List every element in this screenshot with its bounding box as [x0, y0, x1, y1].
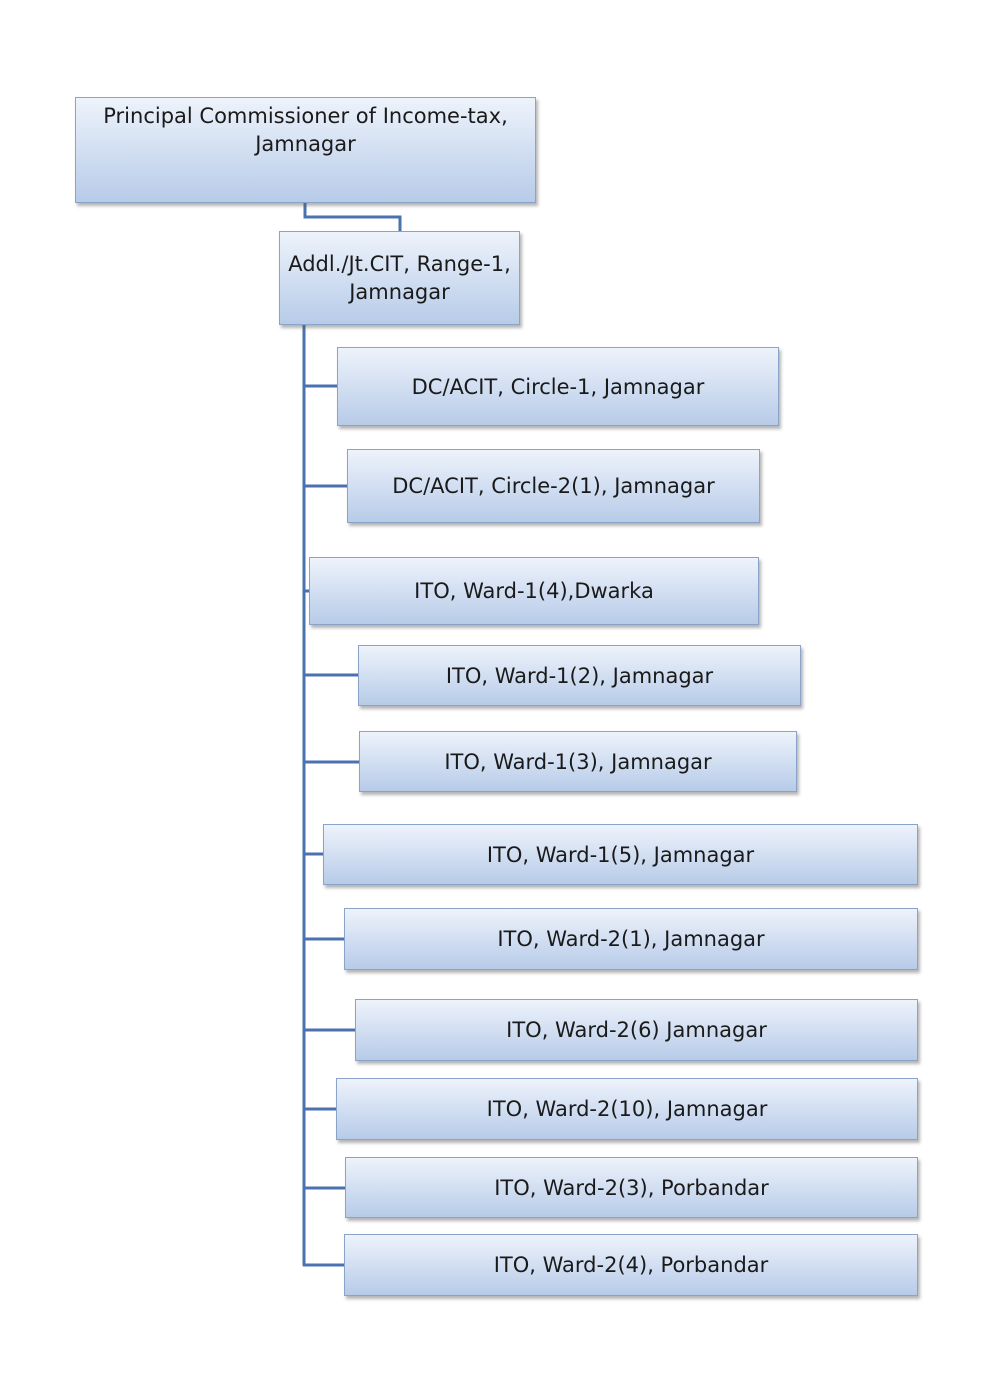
node-label: DC/ACIT, Circle-2(1), Jamnagar: [392, 474, 715, 498]
node-label-line: Jamnagar: [349, 280, 450, 304]
node-ward-1-5: ITO, Ward-1(5), Jamnagar: [323, 824, 918, 885]
node-ward-2-4: ITO, Ward-2(4), Porbandar: [344, 1234, 918, 1296]
node-principal-commissioner: Principal Commissioner of Income-tax, Ja…: [75, 97, 536, 203]
node-label-line: Addl./Jt.CIT, Range-1,: [288, 252, 511, 276]
node-ward-2-10: ITO, Ward-2(10), Jamnagar: [336, 1078, 918, 1140]
node-ward-1-4: ITO, Ward-1(4),Dwarka: [309, 557, 759, 625]
node-label: DC/ACIT, Circle-1, Jamnagar: [411, 374, 705, 399]
node-label-line: Jamnagar: [255, 132, 356, 156]
node-ward-2-3: ITO, Ward-2(3), Porbandar: [345, 1157, 918, 1218]
node-label: ITO, Ward-2(6) Jamnagar: [506, 1018, 767, 1042]
node-ward-2-6: ITO, Ward-2(6) Jamnagar: [355, 999, 918, 1061]
node-ward-2-1: ITO, Ward-2(1), Jamnagar: [344, 908, 918, 970]
node-circle-1: DC/ACIT, Circle-1, Jamnagar: [337, 347, 779, 426]
node-label: ITO, Ward-2(4), Porbandar: [493, 1253, 769, 1277]
node-range-1: Addl./Jt.CIT, Range-1, Jamnagar: [279, 231, 520, 325]
connector-root-to-range: [303, 203, 402, 231]
node-label: ITO, Ward-2(1), Jamnagar: [497, 927, 765, 951]
node-circle-2-1: DC/ACIT, Circle-2(1), Jamnagar: [347, 449, 760, 523]
node-label: ITO, Ward-1(3), Jamnagar: [444, 749, 712, 774]
node-ward-1-2: ITO, Ward-1(2), Jamnagar: [358, 645, 801, 706]
node-label: ITO, Ward-1(5), Jamnagar: [486, 842, 755, 867]
node-label-line: Principal Commissioner of Income-tax,: [103, 104, 508, 128]
node-label: ITO, Ward-1(4),Dwarka: [414, 579, 654, 603]
node-ward-1-3: ITO, Ward-1(3), Jamnagar: [359, 731, 797, 792]
node-label: ITO, Ward-1(2), Jamnagar: [445, 663, 714, 688]
node-label: ITO, Ward-2(10), Jamnagar: [486, 1097, 768, 1121]
node-label: ITO, Ward-2(3), Porbandar: [494, 1175, 769, 1200]
